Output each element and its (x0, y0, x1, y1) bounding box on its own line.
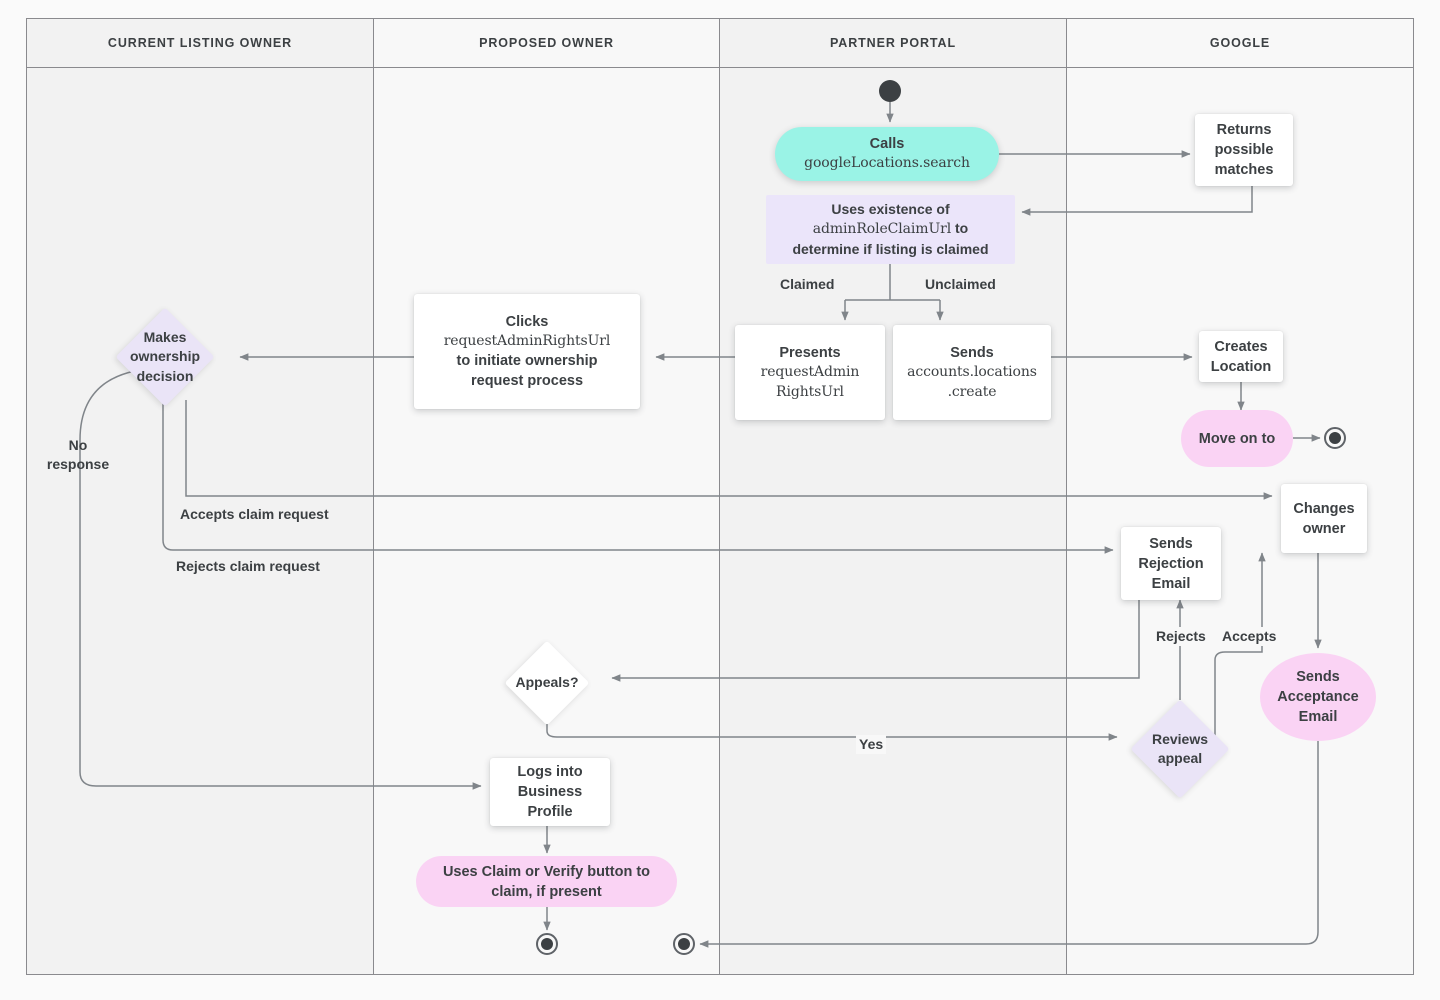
node-changes-owner[interactable]: Changes owner (1281, 484, 1367, 553)
swimlane-header-google: GOOGLE (1067, 19, 1413, 68)
node-line-3: .create (947, 383, 997, 400)
node-line-1: Presents (779, 345, 841, 362)
node-uses-existence-admin-role-claim-url[interactable]: Uses existence of adminRoleClaimUrl to d… (766, 195, 1015, 264)
node-appeals[interactable]: Appeals? (504, 640, 590, 726)
node-presents-request-admin-rights-url[interactable]: Presents requestAdmin RightsUrl (735, 325, 885, 420)
end-node-google (1324, 427, 1346, 449)
node-calls-google-locations-search[interactable]: Calls googleLocations.search (775, 127, 999, 181)
node-line-2: accounts.locations (907, 364, 1037, 381)
swimlane-header-partner-portal: PARTNER PORTAL (720, 19, 1066, 68)
node-uses-claim-or-verify-button[interactable]: Uses Claim or Verify button to claim, if… (416, 856, 677, 907)
node-label: Makes ownership decision (130, 329, 201, 384)
node-move-on-to[interactable]: Move on to (1181, 410, 1293, 467)
node-reviews-appeal[interactable]: Reviews appeal (1130, 699, 1230, 799)
start-node (879, 80, 901, 102)
swimlane-title: PROPOSED OWNER (479, 36, 614, 50)
node-line-3: RightsUrl (776, 383, 844, 400)
node-line-2: adminRoleClaimUrl to (813, 219, 968, 239)
edge-label-accepts-claim-request: Accepts claim request (180, 506, 329, 522)
node-label: Creates Location (1210, 338, 1272, 375)
node-clicks-request-admin-rights-url[interactable]: Clicks requestAdminRightsUrl to initiate… (414, 294, 640, 409)
end-node-proposed-owner (536, 933, 558, 955)
node-line-2: googleLocations.search (804, 155, 970, 172)
node-label: Uses Claim or Verify button to claim, if… (442, 863, 651, 900)
node-line-1: Uses existence of (831, 201, 950, 218)
node-sends-accounts-locations-create[interactable]: Sends accounts.locations .create (893, 325, 1051, 420)
node-label: Logs into Business Profile (517, 764, 583, 820)
swimlane-title: CURRENT LISTING OWNER (107, 36, 293, 50)
swimlane-proposed-owner: PROPOSED OWNER (374, 19, 720, 974)
node-creates-location[interactable]: Creates Location (1199, 331, 1283, 382)
edge-label-no-response: No response (46, 437, 110, 472)
node-logs-into-business-profile[interactable]: Logs into Business Profile (490, 758, 610, 826)
node-line-1: Calls (869, 136, 905, 153)
node-label: Changes owner (1293, 500, 1355, 537)
node-label: Appeals? (515, 674, 579, 691)
node-line-2: requestAdminRightsUrl (443, 332, 611, 349)
node-returns-possible-matches[interactable]: Returns possible matches (1195, 114, 1293, 186)
node-code-token: adminRoleClaimUrl (812, 221, 952, 238)
node-line-1: Sends (950, 345, 994, 362)
node-label: Reviews appeal (1151, 730, 1209, 766)
swimlane-title: GOOGLE (1209, 36, 1271, 50)
node-label: Move on to (1198, 430, 1276, 447)
swimlane-title: PARTNER PORTAL (829, 36, 957, 50)
node-line-2-suffix: to (951, 220, 969, 237)
node-line-3: to initiate ownership (456, 353, 598, 370)
edge-label-accepts: Accepts (1220, 627, 1279, 646)
swimlane-current-listing-owner: CURRENT LISTING OWNER (27, 19, 374, 974)
edge-label-unclaimed: Unclaimed (925, 276, 996, 292)
swimlane-header-proposed-owner: PROPOSED OWNER (374, 19, 719, 68)
swimlane-header-current-listing-owner: CURRENT LISTING OWNER (27, 19, 373, 68)
end-node-partner-portal (673, 933, 695, 955)
node-sends-acceptance-email[interactable]: Sends Acceptance Email (1260, 653, 1376, 741)
edge-label-rejects: Rejects (1154, 627, 1208, 646)
node-label: Sends Acceptance Email (1277, 669, 1359, 725)
node-makes-ownership-decision[interactable]: Makes ownership decision (115, 307, 215, 407)
node-line-3: determine if listing is claimed (792, 240, 989, 257)
node-line-2: requestAdmin (760, 364, 860, 381)
node-label: Sends Rejection Email (1138, 535, 1204, 592)
edge-label-yes: Yes (856, 735, 887, 754)
node-label: Returns possible matches (1214, 122, 1274, 178)
node-line-1: Clicks (505, 313, 549, 330)
edge-label-rejects-claim-request: Rejects claim request (176, 558, 320, 574)
node-sends-rejection-email[interactable]: Sends Rejection Email (1121, 527, 1221, 600)
node-line-4: request process (470, 373, 584, 390)
edge-label-claimed: Claimed (780, 276, 835, 292)
